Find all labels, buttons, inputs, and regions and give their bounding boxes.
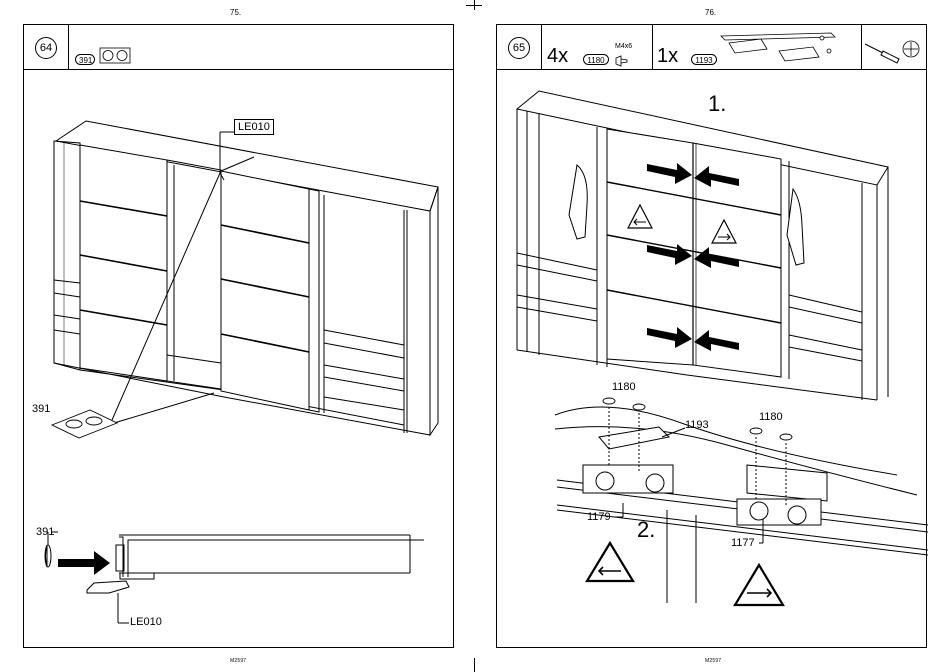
detail-plate-label: 391	[36, 526, 54, 538]
step-2-label: 2.	[637, 517, 655, 543]
step-1-label: 1.	[708, 91, 726, 117]
crop-mark-bottom	[474, 658, 475, 672]
screw-label-right: 1180	[759, 411, 783, 423]
plate-label: 391	[32, 403, 50, 415]
wardrobe-doors-illustration	[497, 25, 928, 649]
left-footer-code: M2597	[230, 658, 246, 664]
right-footer-code: M2597	[705, 658, 721, 664]
callout-label-top: LE010	[234, 119, 274, 135]
crop-mark-horizontal	[466, 5, 482, 6]
left-page-number: 75.	[230, 8, 241, 17]
right-instruction-panel: 65 4x 1180 M4x6 1x 1193	[496, 24, 927, 648]
bracket-label: 1193	[685, 419, 709, 431]
callout-label-bottom: LE010	[130, 616, 162, 628]
right-page-number: 76.	[705, 8, 716, 17]
left-instruction-panel: 64 391	[23, 24, 454, 648]
screw-label-left: 1180	[612, 381, 636, 393]
roller-label-left: 1179	[587, 511, 611, 523]
roller-label-right: 1177	[731, 537, 755, 549]
